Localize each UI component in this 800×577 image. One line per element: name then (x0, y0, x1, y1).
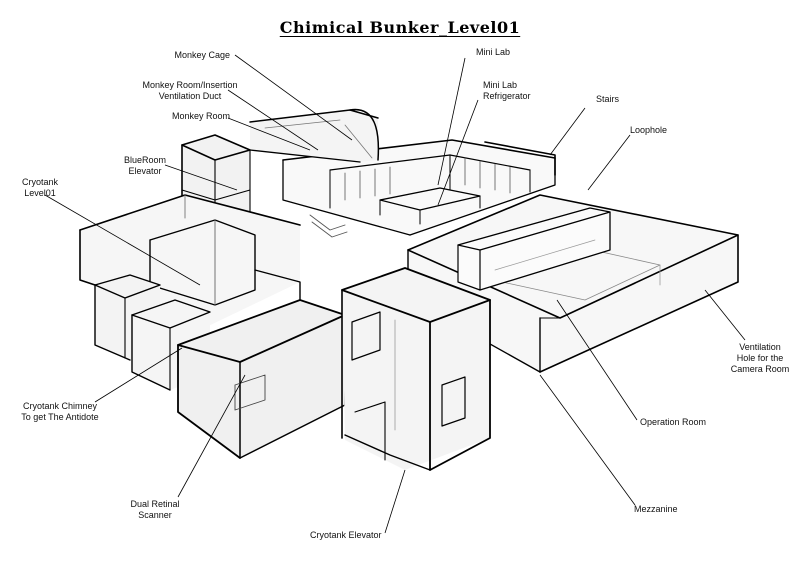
label-dual-retinal-scanner: Dual Retinal Scanner (130, 499, 180, 520)
diagram-title: Chimical Bunker_Level01 (279, 18, 521, 37)
label-monkey-room: Monkey Room (171, 111, 230, 121)
cryotank-elevator-block (341, 267, 491, 471)
label-stairs: Stairs (596, 94, 620, 104)
label-loophole: Loophole (630, 125, 668, 135)
label-cryotank-elevator: Cryotank Elevator (310, 530, 382, 540)
mezzanine-block (457, 207, 611, 291)
label-monkey-cage: Monkey Cage (174, 50, 230, 60)
label-mini-lab: Mini Lab (476, 47, 511, 57)
label-operation-room: Operation Room (640, 417, 707, 427)
label-blueroom-elevator: BlueRoom Elevator (123, 155, 167, 176)
monkey-duct-block (249, 108, 380, 163)
leader-lines (44, 54, 746, 534)
label-mini-lab-refrigerator: Mini Lab Refrigerator (483, 80, 531, 101)
label-cryotank-chimney: Cryotank Chimney To get The Antidote (21, 401, 99, 422)
label-mezzanine: Mezzanine (634, 504, 678, 514)
label-monkey-room-duct: Monkey Room/Insertion Ventilation Duct (142, 80, 238, 101)
label-ventilation-hole: Ventilation Hole for the Camera Room (730, 342, 790, 374)
label-cryotank-level01: Cryotank Level01 (21, 177, 58, 198)
